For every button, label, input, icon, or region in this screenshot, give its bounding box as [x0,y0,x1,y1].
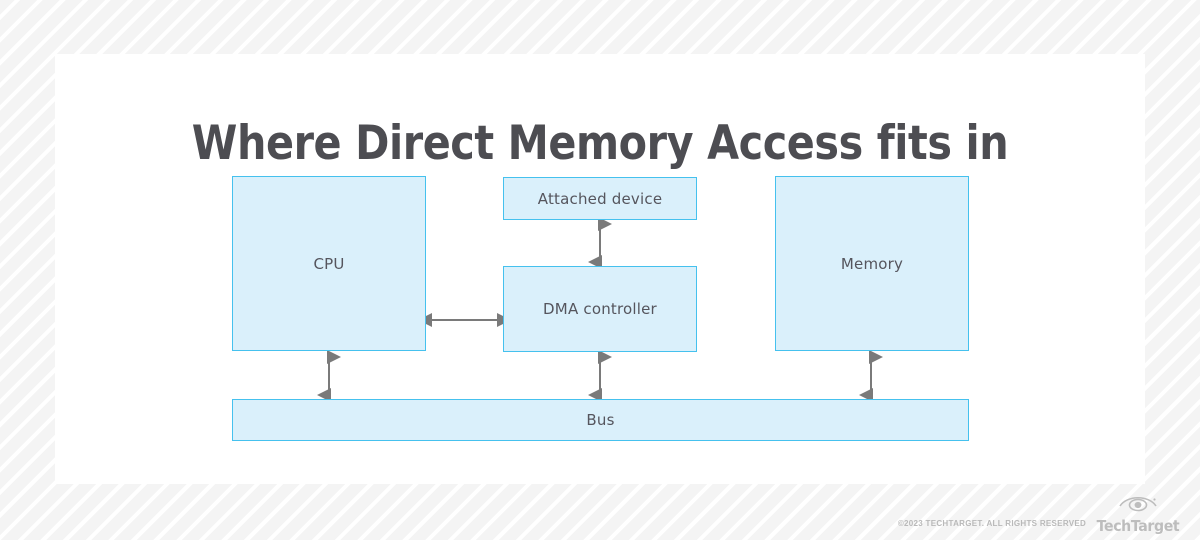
node-dma-controller-label: DMA controller [543,300,657,318]
page-title: Where Direct Memory Access fits in [191,116,1009,172]
eye-icon [1118,493,1158,518]
connector-memory-bus [859,350,883,402]
techtarget-wordmark: TechTarget [1096,517,1180,535]
node-memory-label: Memory [840,254,904,273]
techtarget-logo: TechTarget [1094,493,1182,534]
node-bus-label: Bus [586,411,615,429]
node-cpu-label: CPU [313,254,345,273]
node-dma-controller: DMA controller [503,266,697,352]
copyright-text: ©2023 TECHTARGET. ALL RIGHTS RESERVED [897,519,1087,528]
content-card: Where Direct Memory Access fits in [55,54,1145,484]
node-attached-device-label: Attached device [537,189,663,208]
footer: ©2023 TECHTARGET. ALL RIGHTS RESERVED Te… [898,493,1182,534]
connector-dma-bus [588,350,612,402]
node-cpu: CPU [232,176,426,351]
dma-block-diagram: CPU Attached device DMA controller Memor… [55,54,1145,484]
connector-device-dma [588,217,612,269]
connector-cpu-bus [317,350,341,402]
node-attached-device: Attached device [503,177,697,220]
node-bus: Bus [232,399,969,441]
connector-cpu-dma [418,312,511,328]
node-memory: Memory [775,176,969,351]
